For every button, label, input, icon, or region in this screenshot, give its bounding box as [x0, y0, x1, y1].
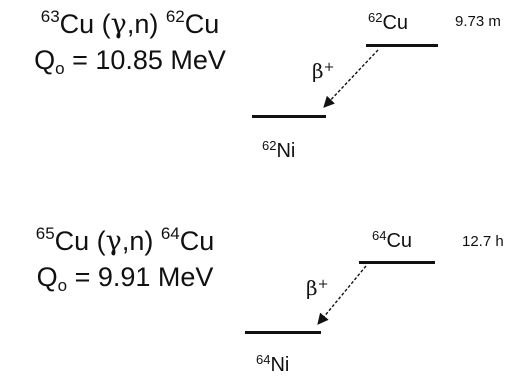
parent-energy-level-1: [366, 44, 438, 47]
parent-nuclide-label-1: 62Cu: [368, 10, 409, 34]
daughter-nuclide-label-2: 64Ni: [256, 352, 290, 376]
target-element: Cu: [54, 226, 90, 256]
target-mass-number: 63: [40, 7, 60, 26]
reaction-equation-2: 65Cu (γ,n) 64Cu: [35, 224, 215, 257]
reaction-equation-1: 63Cu (γ,n) 62Cu: [40, 7, 220, 40]
q-value-1: Qo = 10.85 MeV: [34, 45, 226, 78]
parent-nuclide-label-2: 64Cu: [372, 228, 413, 252]
beta-plus-decay-arrow-1: [323, 49, 379, 108]
product-mass-number: 62: [165, 7, 185, 26]
daughter-nuclide-label-1: 62Ni: [262, 138, 296, 162]
half-life-1: 9.73 m: [455, 13, 501, 30]
decay-mode-label-1: β+: [312, 59, 335, 83]
beta-plus-decay-arrow-2: [317, 265, 367, 325]
half-life-2: 12.7 h: [462, 233, 504, 250]
gamma-symbol: γ: [105, 226, 122, 257]
target-element: Cu: [59, 9, 95, 39]
target-mass-number: 65: [35, 224, 55, 243]
daughter-energy-level-1: [252, 115, 326, 118]
gamma-symbol: γ: [110, 9, 127, 40]
daughter-energy-level-2: [245, 331, 321, 334]
product-element: Cu: [179, 226, 215, 256]
q-value-2: Qo = 9.91 MeV: [36, 262, 214, 295]
decay-mode-label-2: β+: [306, 276, 329, 300]
product-mass-number: 64: [160, 224, 180, 243]
product-element: Cu: [184, 9, 220, 39]
parent-energy-level-2: [359, 261, 435, 264]
